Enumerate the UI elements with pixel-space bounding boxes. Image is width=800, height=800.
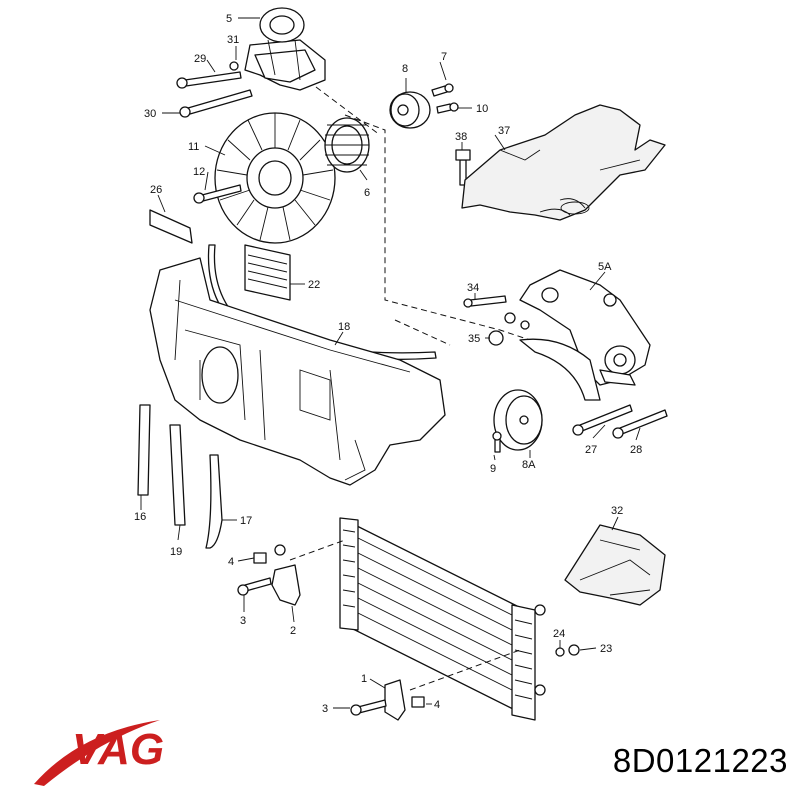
grommet <box>274 544 286 556</box>
callout-4: 4 <box>228 556 234 568</box>
callout-7: 7 <box>441 51 447 63</box>
logo-swoosh <box>34 720 160 786</box>
radiator-part <box>339 517 546 721</box>
callout-24: 24 <box>553 628 565 640</box>
callout-18: 18 <box>338 321 350 333</box>
part-number: 8D0121223 <box>612 742 788 779</box>
callout-22: 22 <box>308 279 320 291</box>
bolt-3 <box>237 577 272 596</box>
callout-26: 26 <box>150 184 162 196</box>
grille-22 <box>244 244 291 301</box>
callout-9: 9 <box>490 463 496 475</box>
engine-cover-37 <box>461 104 666 221</box>
washer-24 <box>555 647 565 657</box>
callout-37: 37 <box>498 125 510 137</box>
callout-4b: 4 <box>434 699 440 711</box>
callout-labels: 5 31 29 7 8 10 30 38 37 11 12 6 26 22 18… <box>134 13 642 715</box>
callout-12: 12 <box>193 166 205 178</box>
bolt-29 <box>176 71 242 89</box>
alignment-line <box>394 319 451 346</box>
mount-bracket-1 <box>384 679 406 721</box>
callout-8: 8 <box>402 63 408 75</box>
callout-8a: 8A <box>522 459 536 471</box>
vag-logo: VAG <box>34 720 164 786</box>
clip-4 <box>253 552 267 564</box>
washer <box>520 320 530 330</box>
alignment-line <box>289 539 346 561</box>
callout-28: 28 <box>630 444 642 456</box>
mount-bracket-2 <box>271 564 301 606</box>
bolt-10 <box>436 102 459 114</box>
callout-34: 34 <box>467 282 479 294</box>
pulley-shield <box>519 338 601 401</box>
callout-27: 27 <box>585 444 597 456</box>
fan-bracket-part <box>244 7 326 91</box>
callout-32: 32 <box>611 505 623 517</box>
front-carrier-part <box>149 257 446 486</box>
cooling-fan-part <box>214 112 336 244</box>
bolt-27 <box>572 404 633 436</box>
callout-3b: 3 <box>322 703 328 715</box>
callout-23: 23 <box>600 643 612 655</box>
bolt-30 <box>179 89 253 118</box>
pulley-8a <box>493 389 543 451</box>
callout-6: 6 <box>364 187 370 199</box>
callout-31: 31 <box>227 34 239 46</box>
bolt-3 <box>350 699 387 716</box>
callout-17: 17 <box>240 515 252 527</box>
callout-30: 30 <box>144 108 156 120</box>
plug-35 <box>488 330 504 346</box>
seal-17 <box>205 454 223 549</box>
clip-4 <box>411 696 425 708</box>
callout-19: 19 <box>170 546 182 558</box>
seal-26 <box>149 209 193 244</box>
callout-2: 2 <box>290 625 296 637</box>
callout-3: 3 <box>240 615 246 627</box>
callout-16: 16 <box>134 511 146 523</box>
callout-29: 29 <box>194 53 206 65</box>
bracket-32 <box>564 524 666 606</box>
nut-23 <box>568 644 580 656</box>
logo-text: VAG <box>72 725 164 774</box>
callout-10: 10 <box>476 103 488 115</box>
pulley-hub-8 <box>389 91 431 129</box>
alignment-line <box>344 114 561 351</box>
bolt-34 <box>463 295 507 308</box>
bolt-9 <box>492 431 502 453</box>
washer <box>504 312 516 324</box>
leader-lines <box>140 17 641 709</box>
bolt-12 <box>193 184 242 204</box>
callout-1: 1 <box>361 673 367 685</box>
washer-31 <box>229 61 239 71</box>
bolt-7 <box>431 83 454 97</box>
callout-5a: 5A <box>598 261 612 273</box>
seal-19 <box>169 424 186 526</box>
callout-35: 35 <box>468 333 480 345</box>
bracket-5a <box>519 269 651 386</box>
callout-11: 11 <box>188 141 199 153</box>
viscous-clutch-part <box>324 117 370 173</box>
bolt-28 <box>612 409 668 439</box>
seal-16 <box>137 404 151 496</box>
callout-5: 5 <box>226 13 232 25</box>
callout-38: 38 <box>455 131 467 143</box>
